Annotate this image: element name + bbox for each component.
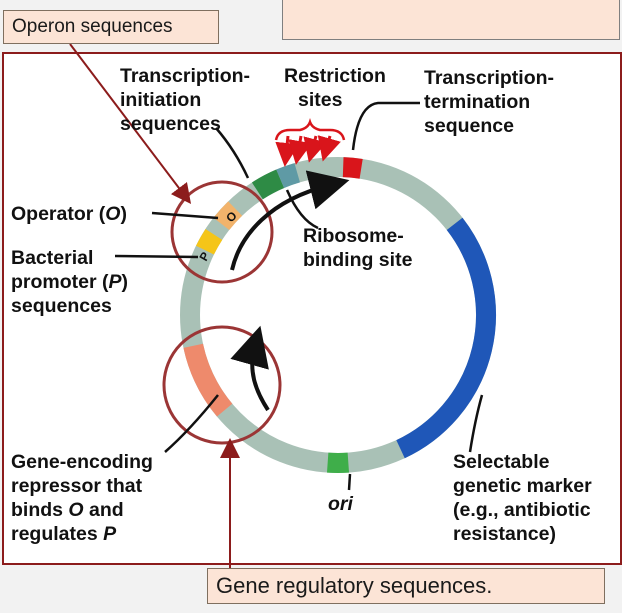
leader-termination (351, 101, 420, 151)
label-line: Transcription- (120, 65, 251, 87)
label-line: repressor that (11, 475, 143, 497)
gene-regulatory-text: Gene regulatory sequences. (216, 573, 493, 598)
label-line: Bacterial (11, 247, 94, 269)
label-line: Gene-encoding (11, 451, 153, 473)
segment-repressor-gene (183, 343, 233, 417)
label-text: Operator ( (11, 203, 106, 225)
label-line: genetic marker (453, 475, 592, 497)
label-ori: ori (328, 492, 353, 516)
label-transcription-termination: Transcription- termination sequence (424, 66, 554, 138)
label-transcription-initiation: Transcription- initiation sequences (120, 64, 250, 136)
label-line: initiation (120, 89, 202, 111)
label-gene-encoding-repressor: Gene-encoding repressor that binds O and… (11, 450, 153, 546)
label-selectable-marker: Selectable genetic marker (e.g., antibio… (453, 450, 592, 546)
restriction-arrow-4 (317, 135, 341, 162)
restriction-arrow-2 (288, 135, 312, 165)
label-line: termination (424, 91, 531, 113)
label-italic: P (108, 271, 122, 293)
label-text: regulates (11, 523, 104, 545)
label-line: Selectable (453, 451, 550, 473)
title-box-fragment (282, 0, 620, 40)
operon-sequences-callout: Operon sequences (3, 10, 219, 44)
label-italic: P (103, 523, 117, 545)
label-line: Restriction (284, 65, 386, 87)
leader-initiation (215, 127, 250, 179)
label-text: promoter ( (11, 271, 109, 293)
leader-promoter (114, 254, 199, 259)
label-line: sites (298, 89, 343, 111)
segment-marker (396, 217, 496, 459)
segment-operator (213, 201, 243, 231)
label-line: sequences (11, 295, 112, 317)
restriction-bracket (274, 118, 346, 141)
label-text: binds (11, 499, 69, 521)
transcription-arrow-bottom (230, 325, 270, 412)
leader-operator (151, 211, 219, 220)
label-line: Ribosome- (303, 225, 404, 247)
label-text: ) (121, 271, 129, 293)
label-bacterial-promoter: Bacterial promoter (P) sequences (11, 246, 128, 318)
label-italic: ori (328, 493, 353, 515)
label-line: resistance) (453, 523, 556, 545)
operon-highlight-circle (170, 180, 274, 284)
label-line: (e.g., antibiotic (453, 499, 591, 521)
label-text: ) (120, 203, 127, 225)
segment-initiation (251, 169, 285, 200)
label-italic: O (105, 203, 121, 225)
label-text: and (83, 499, 124, 521)
label-restriction-sites: Restriction sites (284, 64, 386, 112)
leader-repressor (164, 394, 219, 453)
label-italic: O (68, 499, 84, 521)
segment-promoter (195, 228, 223, 255)
restriction-arrow-3 (303, 135, 327, 163)
leader-rbs (285, 189, 319, 230)
label-line: sequences (120, 113, 221, 135)
label-ribosome-binding: Ribosome- binding site (303, 224, 412, 272)
transcription-arrow-top (230, 170, 350, 271)
segment-rbs (276, 163, 301, 189)
leader-ori (347, 473, 352, 491)
label-operator: Operator (O) (11, 202, 127, 226)
gene-highlight-circle (162, 325, 282, 445)
gene-regulatory-callout: Gene regulatory sequences. (207, 568, 605, 604)
restriction-arrow-1 (275, 135, 300, 167)
operon-sequences-text: Operon sequences (12, 16, 173, 37)
label-line: sequence (424, 115, 514, 137)
operon-callout-pointer (69, 43, 192, 204)
segment-termination (342, 157, 363, 179)
leader-marker (468, 394, 484, 453)
label-line: binding site (303, 249, 413, 271)
label-line: Transcription- (424, 67, 555, 89)
